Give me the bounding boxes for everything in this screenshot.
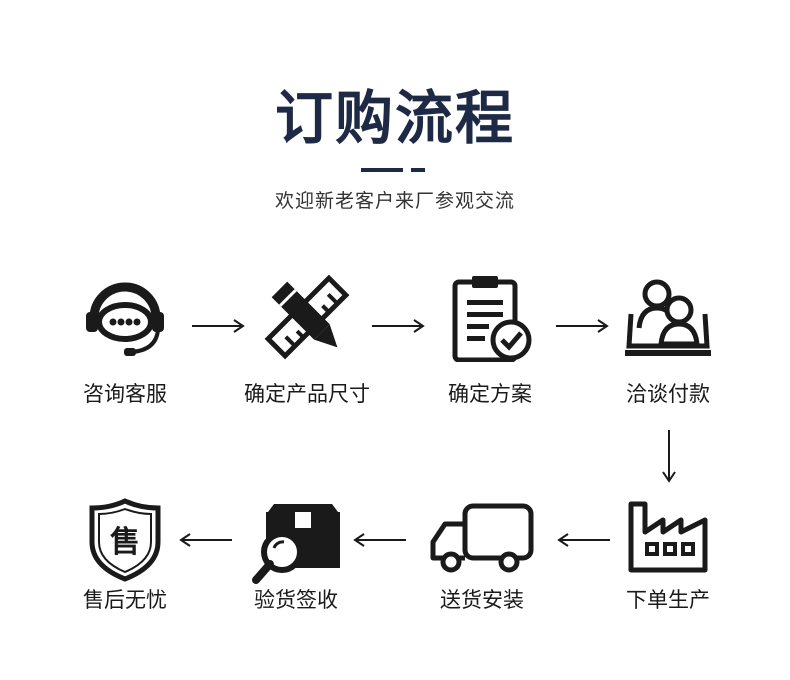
arrow-down-icon bbox=[662, 430, 676, 483]
step-label: 下单生产 bbox=[626, 588, 710, 612]
box-magnifier-icon bbox=[252, 504, 340, 584]
step-confirm-size: 确定产品尺寸 bbox=[222, 272, 392, 412]
step-label: 确定方案 bbox=[448, 382, 532, 406]
step-label: 送货安装 bbox=[440, 588, 524, 612]
headset-icon bbox=[86, 282, 164, 356]
arrow-right-icon bbox=[372, 319, 425, 333]
arrow-left-icon bbox=[353, 533, 406, 547]
shield-glyph: 售 bbox=[110, 525, 140, 560]
step-negotiate-payment: 洽谈付款 bbox=[583, 272, 753, 412]
step-order-production: 下单生产 bbox=[583, 496, 753, 616]
pencil-ruler-icon bbox=[264, 274, 350, 360]
arrow-right-icon bbox=[192, 319, 245, 333]
page-subtitle: 欢迎新老客户来厂参观交流 bbox=[274, 190, 515, 212]
step-inspect-sign: 验货签收 bbox=[211, 496, 381, 616]
arrow-left-icon bbox=[557, 533, 610, 547]
meeting-icon bbox=[625, 279, 711, 356]
truck-icon bbox=[430, 503, 534, 573]
step-confirm-plan: 确定方案 bbox=[405, 272, 575, 412]
step-label: 验货签收 bbox=[254, 588, 338, 612]
step-label: 咨询客服 bbox=[83, 382, 167, 406]
title-underline-left bbox=[361, 168, 403, 172]
arrow-right-icon bbox=[556, 319, 609, 333]
step-label: 售后无忧 bbox=[83, 588, 167, 612]
arrow-left-icon bbox=[179, 533, 232, 547]
clipboard-check-icon bbox=[452, 276, 532, 362]
shield-after-sales-icon: 售 bbox=[89, 498, 161, 582]
page-title: 订购流程 bbox=[274, 84, 515, 152]
step-label: 确定产品尺寸 bbox=[244, 382, 370, 406]
step-after-sales: 售 售后无忧 bbox=[40, 496, 210, 616]
step-consult: 咨询客服 bbox=[40, 272, 210, 412]
title-underline-right bbox=[411, 168, 425, 172]
step-label: 洽谈付款 bbox=[626, 382, 710, 406]
step-delivery-install: 送货安装 bbox=[397, 496, 567, 616]
factory-icon bbox=[628, 501, 708, 573]
